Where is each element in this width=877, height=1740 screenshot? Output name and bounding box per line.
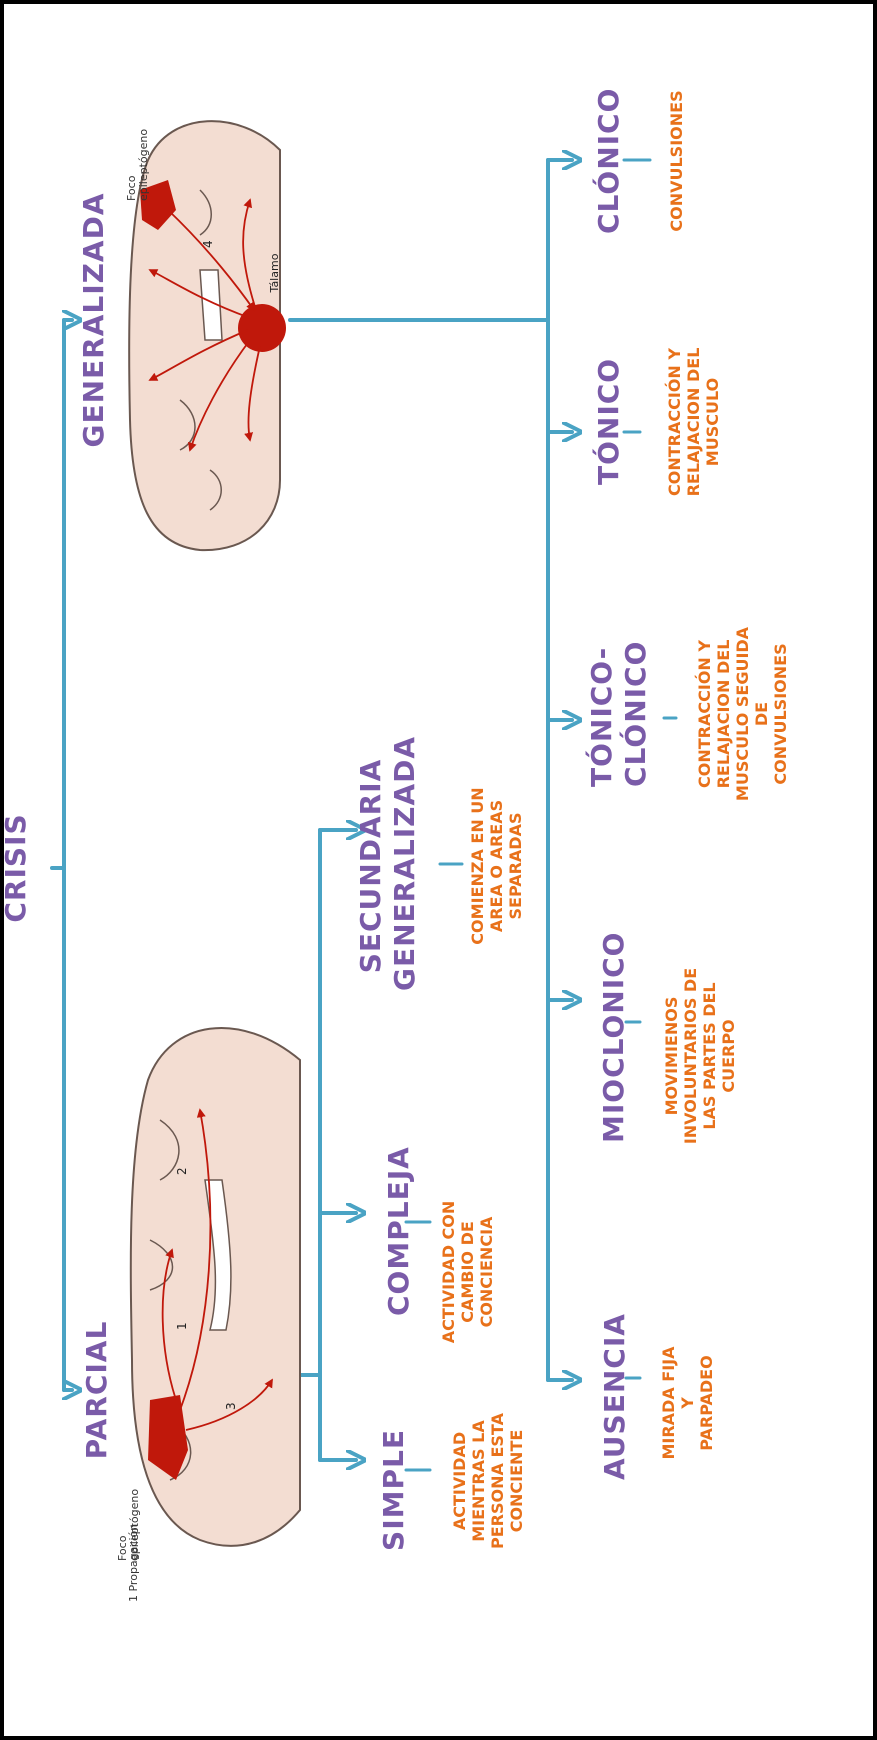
partial-focus-label: Foco epileptógeno xyxy=(117,1481,143,1561)
type-mioclonico-description: MOVIMIENOS INVOLUNTARIOS DE LAS PARTES D… xyxy=(662,966,742,1146)
crisis-title: CRISIS xyxy=(0,793,35,943)
path-number-4: 4 xyxy=(201,240,215,248)
brain-generalized-illustration: 4 xyxy=(129,121,286,550)
type-tonico-description: CONTRACCIÓN Y RELAJACION DEL MUSCULO xyxy=(665,342,725,502)
type-secundaria-title: SECUNDARIA GENERALIZADA xyxy=(354,741,424,991)
brain-partial-illustration: 1 2 3 xyxy=(131,1028,300,1546)
type-simple-title: SIMPLE xyxy=(377,1420,413,1560)
type-mioclonico-title: MIOCLONICO xyxy=(597,933,633,1143)
type-tonico-clonico-title: TÓNICO- CLÓNICO xyxy=(585,647,655,787)
type-compleja-description: ACTIVIDAD CON CAMBIO DE CONCIENCIA xyxy=(439,1197,499,1347)
type-compleja-title: COMPLEJA xyxy=(382,1156,418,1316)
type-ausencia-description: MIRADA FIJA Y PARPADEO xyxy=(659,1338,699,1468)
branch-parcial: PARCIAL xyxy=(80,1320,116,1460)
type-tonico-clonico-description: CONTRACCIÓN Y RELAJACION DEL MUSCULO SEG… xyxy=(695,619,775,809)
generalized-focus-label: Foco epileptógeno xyxy=(126,115,152,201)
type-clonico-title: CLÓNICO xyxy=(592,94,628,234)
type-ausencia-title: AUSENCIA xyxy=(598,1320,634,1480)
type-simple-description: ACTIVIDAD MIENTRAS LA PERSONA ESTA CONCI… xyxy=(450,1396,530,1566)
branch-generalizada: GENERALIZADA xyxy=(77,185,113,455)
thalamus-label: Tálamo xyxy=(268,248,282,298)
type-secundaria-description: COMIENZA EN UN AREA O AREAS SEPARADAS xyxy=(468,781,528,951)
type-clonico-description: CONVULSIONES xyxy=(667,81,689,241)
path-number-2: 2 xyxy=(175,1167,189,1175)
path-number-1: 1 xyxy=(175,1322,189,1330)
thalamus xyxy=(238,304,286,352)
path-number-3: 3 xyxy=(224,1402,238,1410)
type-tonico-title: TÓNICO xyxy=(592,375,628,485)
